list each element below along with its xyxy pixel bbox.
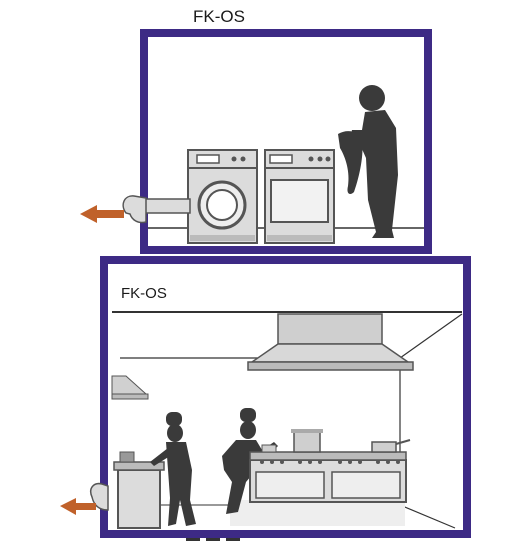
washing-machine: [187, 149, 258, 244]
chef-left: [150, 412, 196, 526]
top-room-label: FK-OS: [193, 7, 245, 26]
kitchen-room-wall: [100, 256, 471, 538]
person-with-laundry: [338, 85, 398, 238]
laundry-room-wall: [140, 29, 432, 254]
stock-pot: [293, 431, 321, 453]
kitchen-exhaust-arrow-icon: [60, 498, 96, 515]
laundry-exhaust-arrow-icon: [80, 205, 124, 223]
range-hood: [247, 313, 414, 371]
bottom-room-label: FK-OS: [121, 285, 167, 302]
laundry-room: [80, 29, 432, 254]
kitchen-room: [60, 256, 471, 541]
floor-details: [186, 538, 240, 541]
side-hood: [111, 375, 149, 400]
laundry-exhaust-duct: [122, 195, 191, 224]
left-stove: [113, 451, 165, 529]
saucepan: [371, 441, 397, 453]
main-stove: [249, 429, 411, 503]
tumble-dryer: [264, 149, 335, 244]
